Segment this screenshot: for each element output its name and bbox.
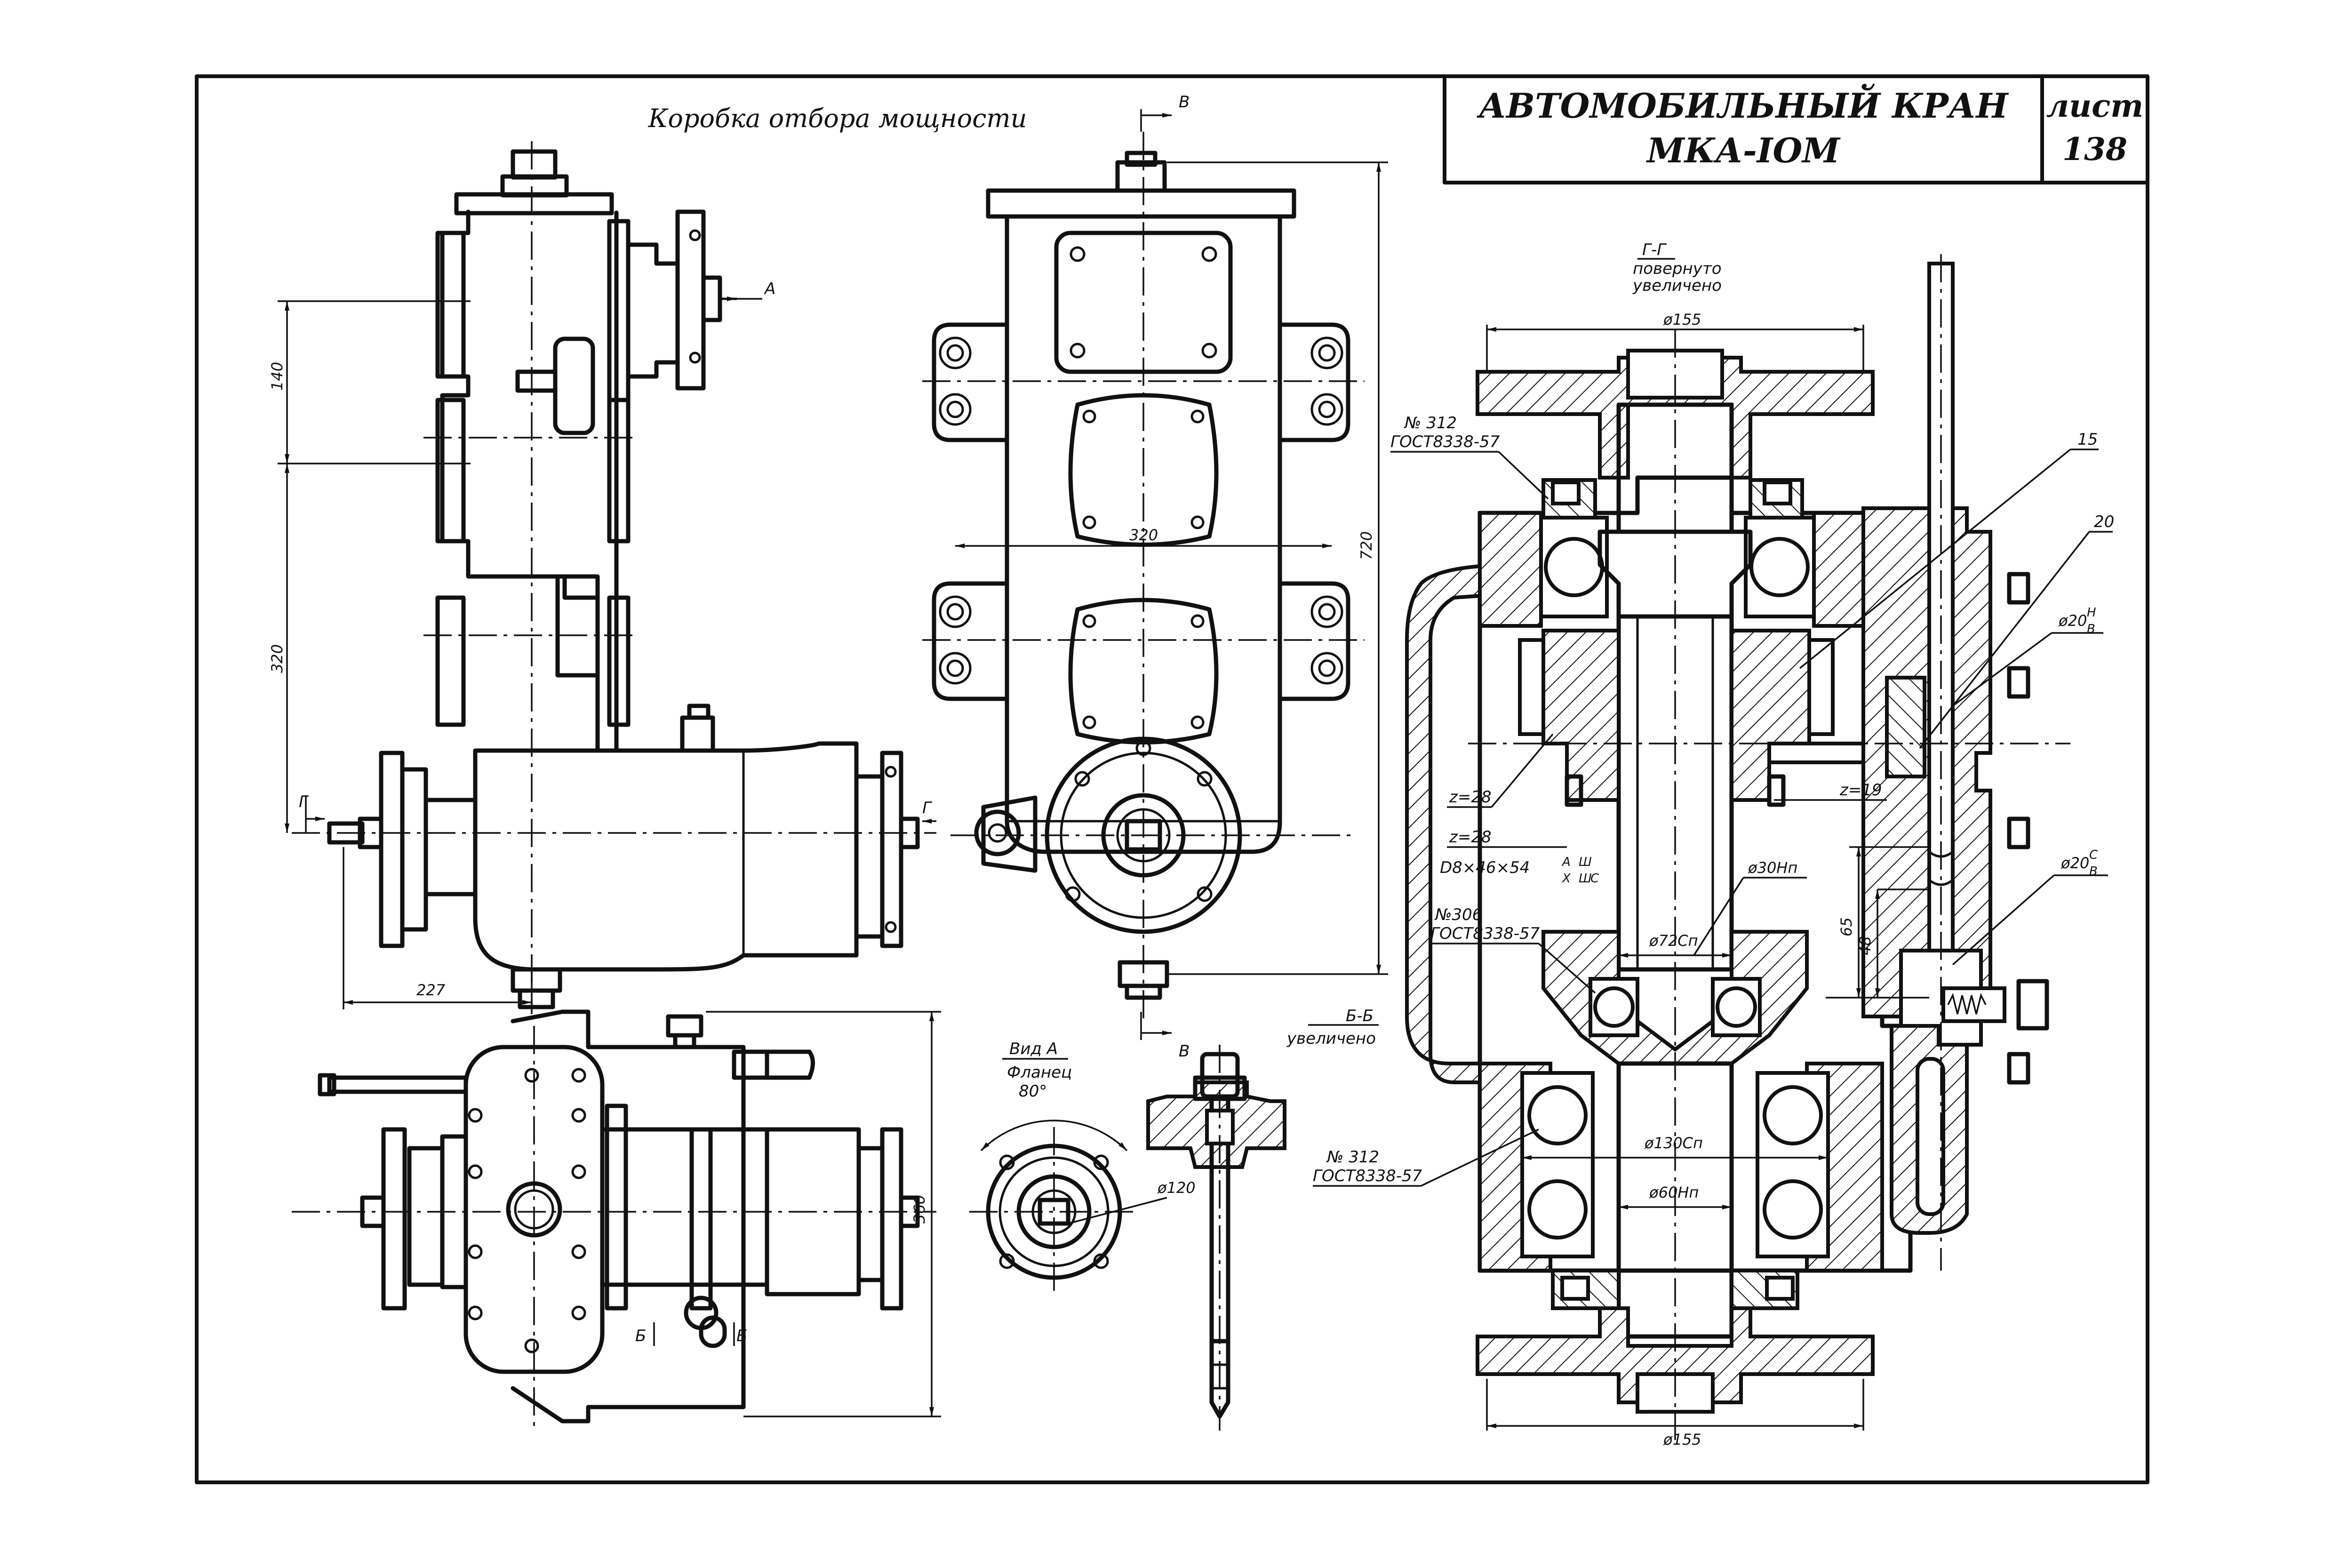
dim-720: 720 [1358,531,1375,560]
dim-48: 48 [1856,936,1874,955]
caption-section-gg-note1: повернуто [1633,259,1722,278]
title-line-2: МКА-IOM [1645,130,1841,170]
front-view: В В 320 720 Б-Б увеличено [922,93,1388,1061]
callout-pos15: 15 [2077,430,2098,449]
callout-spline-f1-num: А [1561,855,1571,869]
callout-spline-f2-den: Ш [1579,872,1592,886]
section-bb-dipstick [1146,1045,1286,1431]
callout-pos20: 20 [2094,512,2114,531]
main-caption: Коробка отбора мощности [648,104,1027,133]
view-a-flange: Вид А Фланец 80° ø120 [969,1040,1196,1296]
dim-phi-60: ø60Нп [1649,1184,1699,1201]
callout-spline-f2-num: Ш [1579,855,1592,869]
callout-bearing312-bottom-2: ГОСТ8338-57 [1313,1167,1422,1185]
callout-bearing312-top-2: ГОСТ8338-57 [1390,432,1500,451]
dim-227: 227 [416,981,446,999]
dim-phi-20-hb-den: В [2087,622,2095,636]
side-elevation-view: А Г Г [268,141,936,1014]
title-line-1: АВТОМОБИЛЬНЫЙ КРАН [1477,83,2009,126]
dim-phi-72: ø72Сп [1649,932,1698,950]
caption-view-a-angle: 80° [1019,1082,1047,1101]
caption-section-bb: Б-Б [1346,1007,1374,1025]
dim-140: 140 [268,362,286,391]
callout-z28-b: z=28 [1449,828,1492,847]
dim-phi-20-cb-den: В [2089,864,2098,879]
section-gg: Г-Г повернуто увеличено ø155 [1313,240,2114,1448]
dim-phi-20-cb: ø20 [2060,854,2089,872]
caption-section-gg-note2: увеличено [1632,276,1722,295]
dim-phi-20-hb-num: Н [2087,606,2096,620]
dim-320-left: 320 [268,644,286,673]
dim-65: 65 [1837,917,1855,936]
caption-section-bb-note: увеличено [1286,1029,1376,1048]
callout-spline-suffix: С [1590,872,1599,886]
callout-z19: z=19 [1839,781,1882,800]
callout-bearing312-top-1: № 312 [1404,414,1457,432]
dim-phi-30: ø30Нп [1748,859,1797,877]
section-mark-b-left: Б [635,1327,646,1345]
section-mark-b-right: Б [736,1327,747,1345]
dim-phi-120: ø120 [1157,1179,1196,1197]
dim-phi-20-cb-num: С [2089,848,2098,862]
callout-bearing312-bottom-1: № 312 [1326,1148,1379,1167]
dim-phi-155-top: ø155 [1663,311,1701,328]
title-block: АВТОМОБИЛЬНЫЙ КРАН МКА-IOM лист 138 [1477,83,2144,170]
caption-view-a: Вид А [1009,1040,1058,1058]
caption-view-a-note: Фланец [1007,1063,1072,1082]
section-mark-g-left: Г [299,792,309,811]
sheet-number: 138 [2062,131,2127,168]
dim-phi-130: ø130Сп [1644,1134,1703,1152]
plan-view: Б Б 360 [292,1009,941,1431]
section-mark-g-right: Г [922,799,933,817]
callout-bearing306-2: ГОСТ8338-57 [1430,924,1540,943]
callout-spline-f1-den: Х [1561,872,1571,886]
dim-360: 360 [910,1195,928,1224]
callout-z28-a: z=28 [1449,788,1492,807]
callout-bearing306-1: №306 [1434,905,1482,924]
caption-section-gg: Г-Г [1642,240,1667,259]
dim-phi-20-hb: ø20 [2058,612,2087,630]
section-mark-a: А [764,280,775,298]
sheet-frame [195,74,2149,1484]
sheet-label: лист [2046,88,2143,124]
dim-320-front: 320 [1129,526,1158,544]
dim-phi-155-bottom: ø155 [1663,1431,1701,1448]
section-mark-v-top: В [1179,93,1190,112]
callout-spline: D8×46×54 [1440,858,1530,877]
section-mark-v-bottom: В [1179,1042,1190,1061]
